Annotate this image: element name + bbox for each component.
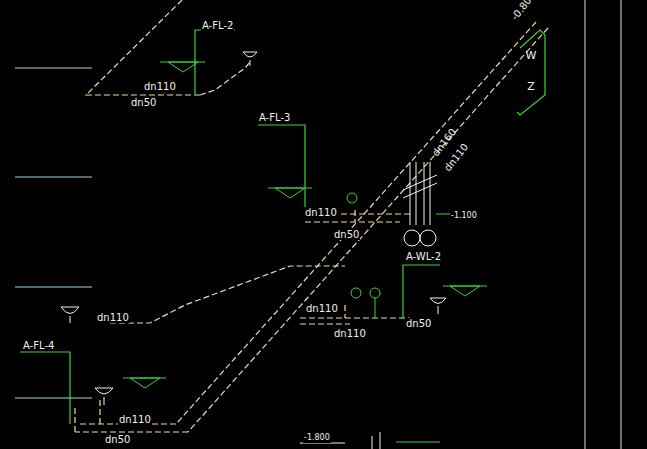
drawing-stroke xyxy=(443,286,487,287)
drawing-stroke xyxy=(403,265,440,318)
drawing-stroke xyxy=(404,230,420,246)
drawing-stroke xyxy=(104,397,105,405)
floor-drains xyxy=(123,62,487,388)
pipe-size: dn110 xyxy=(143,81,177,92)
drawing-stroke xyxy=(61,307,79,314)
drawing-stroke xyxy=(15,68,92,69)
drawing-stroke xyxy=(95,388,113,394)
drawing-stroke xyxy=(20,352,70,424)
bottom-detail xyxy=(300,432,440,449)
drawing-stroke xyxy=(300,323,350,324)
drawing-stroke xyxy=(70,316,71,323)
pipe-size: dn50 xyxy=(405,318,432,329)
drawing-stroke xyxy=(403,183,437,198)
drawing-stroke xyxy=(130,378,160,388)
drawing-stroke xyxy=(86,0,200,95)
drawing-stroke xyxy=(75,431,188,432)
riser-tag: A-WL-2 xyxy=(405,251,442,262)
basins xyxy=(61,52,446,405)
meter-box: WZ xyxy=(519,40,543,102)
pipe-size: dn50 xyxy=(333,229,360,240)
drawing-stroke xyxy=(15,287,92,288)
pipe-size: dn110 xyxy=(96,312,130,323)
drawing-stroke xyxy=(160,62,205,63)
pipe-size: dn110 xyxy=(333,328,367,339)
riser-tag: A-FL-2 xyxy=(201,20,234,31)
drawing-stroke xyxy=(347,193,357,203)
drawing-stroke xyxy=(351,288,361,298)
riser-tag: A-FL-4 xyxy=(22,340,55,351)
drawing-stroke xyxy=(250,60,251,66)
risers xyxy=(20,30,545,424)
pipe-size: dn110 xyxy=(304,207,338,218)
drawing-stroke xyxy=(424,162,425,225)
drawing-stroke xyxy=(168,62,198,72)
vent-stacks xyxy=(403,162,470,246)
drawing-stroke xyxy=(410,162,411,225)
drawing-stroke xyxy=(438,306,439,314)
elevation-mark: -1.100 xyxy=(450,210,478,221)
drawing-stroke xyxy=(354,210,355,222)
drawing-stroke xyxy=(370,288,380,298)
drawing-stroke xyxy=(15,398,92,399)
drawing-stroke xyxy=(258,125,305,214)
drawing-stroke xyxy=(268,188,312,189)
drawing-stroke xyxy=(15,177,92,178)
drawing-stroke xyxy=(375,298,376,318)
elevation-mark: -0.800 xyxy=(508,0,538,23)
drawing-stroke xyxy=(74,408,75,432)
drawing-stroke xyxy=(275,188,305,198)
drawing-stroke xyxy=(396,442,440,443)
pipe-size: dn110 xyxy=(305,303,339,314)
drawing-stroke xyxy=(243,52,257,57)
fixture-marks xyxy=(347,193,380,318)
drawing-stroke xyxy=(420,230,436,246)
drawing-stroke xyxy=(305,221,400,222)
drawing-stroke xyxy=(403,175,437,190)
drawing-stroke xyxy=(585,0,586,449)
drawing-stroke xyxy=(372,436,373,449)
drawing-stroke xyxy=(517,30,545,115)
drawing-stroke xyxy=(200,62,250,95)
drawing-stroke xyxy=(123,378,166,379)
drawing-stroke xyxy=(430,162,431,225)
drawing-stroke xyxy=(99,400,100,424)
drawing-stroke xyxy=(621,0,622,449)
drawing-stroke xyxy=(416,162,417,225)
box-letter: Z xyxy=(527,81,535,93)
pipe-size: dn50 xyxy=(104,434,131,445)
elevation-mark: -1.800 xyxy=(303,432,331,443)
drawing-stroke xyxy=(188,28,548,432)
drawing-stroke xyxy=(176,22,536,424)
drawing-stroke xyxy=(380,432,381,449)
drawing-stroke xyxy=(450,286,480,296)
pipe-size: dn50 xyxy=(130,97,157,108)
drawing-stroke xyxy=(344,305,345,318)
riser-tag: A-FL-3 xyxy=(258,112,291,123)
drawing-stroke xyxy=(110,266,345,323)
drain-pipes xyxy=(75,0,548,432)
border-lines xyxy=(15,0,621,449)
box-letter: W xyxy=(526,50,537,62)
drawing-stroke xyxy=(430,298,446,304)
drawing-stroke xyxy=(300,317,410,318)
pipe-size: dn110 xyxy=(118,414,152,425)
